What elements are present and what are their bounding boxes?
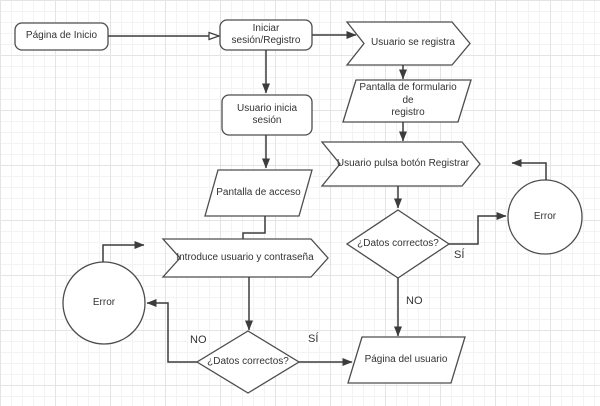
node-introduce-usuario-contrasena[interactable]	[161, 238, 329, 278]
edge-error-login-return[interactable]	[102, 241, 145, 262]
node-usuario-pulsa-boton-registrar[interactable]	[320, 141, 481, 187]
node-pagina-inicio[interactable]	[14, 22, 109, 51]
node-pagina-del-usuario[interactable]	[347, 336, 466, 384]
edge-error-registro-return[interactable]	[511, 159, 547, 180]
node-error-registro[interactable]	[507, 179, 583, 255]
node-error-login[interactable]	[62, 261, 146, 345]
node-datos-correctos-login[interactable]	[195, 330, 301, 394]
edge-datos-login-no-to-error[interactable]	[146, 299, 197, 363]
node-usuario-se-registra[interactable]	[345, 21, 471, 66]
edge-datos-registro-si-to-error[interactable]	[449, 212, 507, 245]
node-datos-correctos-registro[interactable]	[345, 209, 451, 279]
node-iniciar-sesion-registro[interactable]	[219, 19, 313, 51]
edge-pantalla-acceso-to-introduce[interactable]	[242, 216, 266, 239]
node-pantalla-de-acceso[interactable]	[204, 169, 313, 217]
node-usuario-inicia-sesion[interactable]	[221, 94, 313, 136]
node-pantalla-formulario-registro[interactable]	[342, 79, 472, 123]
